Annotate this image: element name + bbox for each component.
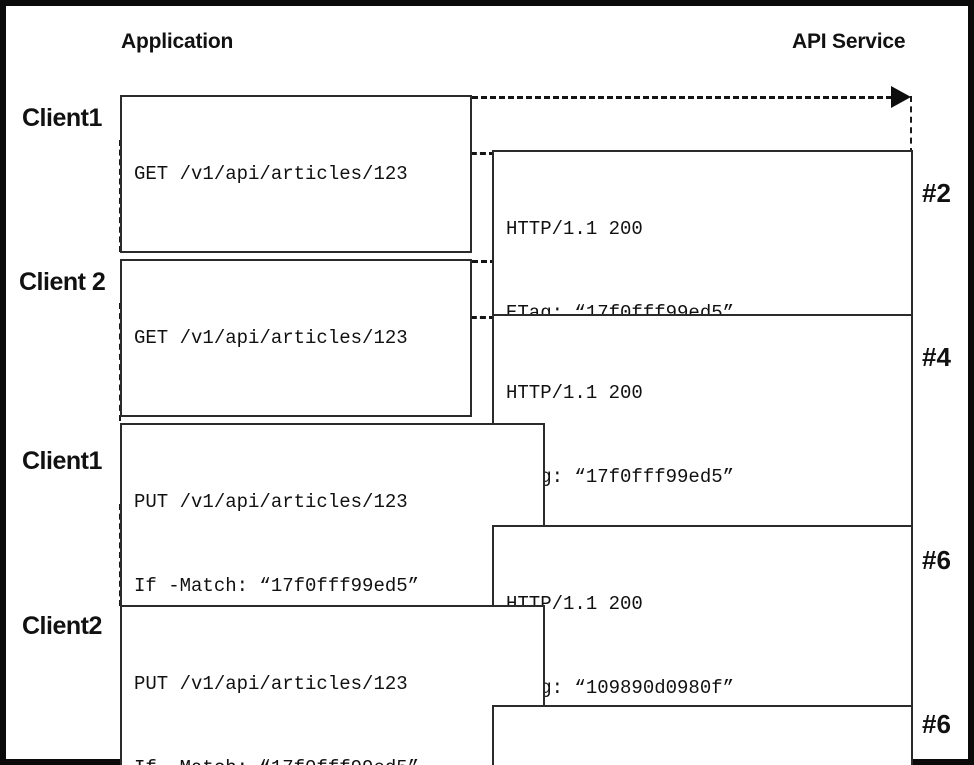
step-marker: #4 xyxy=(922,342,951,372)
message-box-request[interactable]: PUT /v1/api/articles/123 If -Match: “17f… xyxy=(120,605,545,765)
message-box-response[interactable]: HTTP/1.1 412 xyxy=(492,705,913,765)
message-line: GET /v1/api/articles/123 xyxy=(134,327,408,349)
message-line: HTTP/1.1 200 xyxy=(506,382,643,404)
column-header-api-service: API Service xyxy=(792,30,906,53)
step-marker: #6 xyxy=(922,709,951,739)
arrow-head-right-icon xyxy=(891,86,911,108)
message-line: GET /v1/api/articles/123 xyxy=(134,163,408,185)
actor-label-client2-second: Client2 xyxy=(22,612,102,640)
lifeline-api-service xyxy=(910,96,912,154)
message-line: HTTP/1.1 200 xyxy=(506,593,643,615)
column-header-application: Application xyxy=(121,30,234,53)
message-line: PUT /v1/api/articles/123 xyxy=(134,491,408,513)
message-box-request[interactable]: GET /v1/api/articles/123 xyxy=(120,259,472,417)
message-arrow-request xyxy=(472,96,892,99)
message-line: PUT /v1/api/articles/123 xyxy=(134,673,408,695)
step-marker: #6 xyxy=(922,545,951,575)
message-line: HTTP/1.1 200 xyxy=(506,218,643,240)
message-line: If -Match: “17f0fff99ed5” xyxy=(134,754,533,765)
message-line: If -Match: “17f0fff99ed5” xyxy=(134,575,420,597)
actor-label-client1-first: Client1 xyxy=(22,104,102,132)
actor-label-client1-second: Client1 xyxy=(22,447,102,475)
actor-label-client2-first: Client 2 xyxy=(19,268,106,296)
step-marker: #2 xyxy=(922,178,951,208)
message-line: ETag: “17f0fff99ed5” xyxy=(506,466,735,488)
message-line: ETag: “109890d0980f” xyxy=(506,677,735,699)
message-box-request[interactable]: GET /v1/api/articles/123 xyxy=(120,95,472,253)
